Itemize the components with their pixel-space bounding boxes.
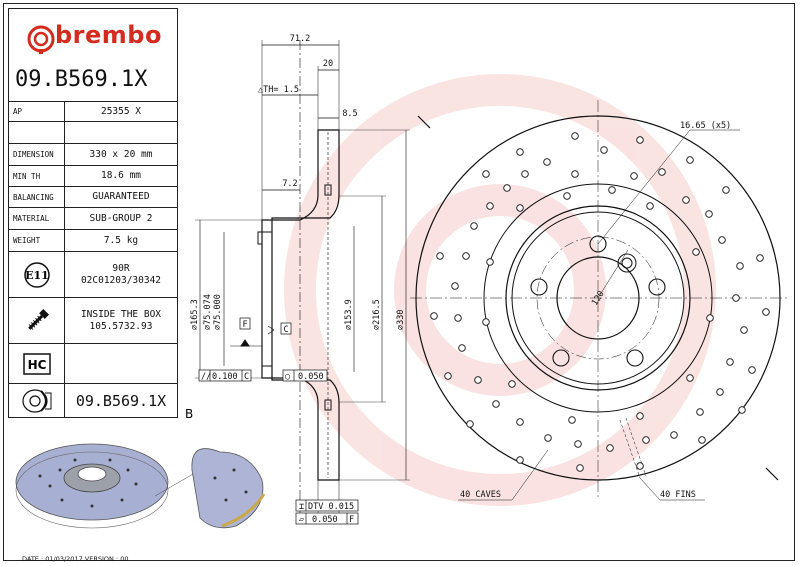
dim-71-2: 71.2	[290, 34, 310, 44]
approval-row: E11 90R 02C01203/30342	[9, 251, 177, 297]
spec-value: 25355 X	[100, 105, 142, 117]
section-dimensions: 71.2 20 △TH= 1.5 8.5 7.2 ⌀165.3 ⌀75.074 …	[185, 34, 406, 525]
disc-detail-render	[154, 448, 266, 529]
dim-216-5: ⌀216.5	[372, 299, 382, 330]
datum-c: C	[283, 325, 288, 335]
spec-key: MIN TH	[9, 166, 65, 186]
spec-key: WEIGHT	[9, 230, 65, 251]
spec-panel: brembo 09.B569.1X AP 25355 X DIMENSION 3…	[8, 8, 178, 418]
spec-row-weight: WEIGHT 7.5 kg	[9, 229, 177, 251]
inside-box-line2: 105.5732.93	[89, 320, 153, 332]
spec-row-blank	[9, 121, 177, 143]
disc-3d-render	[15, 443, 169, 529]
front-view	[410, 100, 790, 501]
dim-th: △TH= 1.5	[258, 85, 299, 95]
part-number-title: 09.B569.1X	[15, 67, 148, 92]
svg-text:E11: E11	[25, 269, 49, 282]
spec-row-dimension: DIMENSION 330 x 20 mm	[9, 143, 177, 165]
spec-value: 18.6 mm	[100, 170, 142, 181]
svg-text:HC: HC	[27, 358, 46, 372]
dim-75-074: ⌀75.074	[203, 294, 213, 330]
svg-text:▱: ▱	[299, 515, 305, 525]
fins-label: 40 FINS	[660, 490, 696, 500]
footer-version: 00	[120, 555, 129, 563]
caves-label: 40 CAVES	[460, 490, 501, 500]
dim-20: 20	[323, 59, 333, 69]
approval-code-1: 90R	[112, 262, 130, 274]
disc-outer-edge	[415, 115, 781, 481]
bolt-holes	[530, 235, 666, 367]
inside-box-text: INSIDE THE BOX 105.5732.93	[65, 298, 177, 343]
spec-key: MATERIAL	[9, 208, 65, 229]
spec-key: AP	[9, 102, 65, 121]
disc-profile-icon	[9, 384, 65, 417]
screw-icon	[9, 298, 65, 343]
brembo-logo	[27, 25, 55, 54]
tol-runout-value: 0.050	[298, 372, 324, 382]
dim-153-9: ⌀153.9	[344, 299, 354, 330]
brand-name: brembo	[55, 21, 162, 49]
bottom-part-number: 09.B569.1X	[75, 391, 167, 410]
pcd-circle	[536, 236, 660, 360]
center-bore	[556, 256, 640, 340]
drawing-frame	[3, 3, 795, 561]
svg-text:⌶: ⌶	[299, 502, 304, 512]
dim-75-000: ⌀75.000	[213, 294, 223, 330]
footer-date: 01/03/2017	[45, 555, 83, 563]
view-label-b: B	[185, 407, 193, 421]
footer-info: DATE : 01/03/2017 VERSION : 00	[22, 555, 129, 563]
dim-165-3: ⌀165.3	[190, 299, 200, 330]
tol-parallel-ref: C	[244, 372, 249, 382]
inside-box-line1: INSIDE THE BOX	[80, 308, 162, 320]
datum-f: F	[242, 320, 247, 330]
spec-row-ap: AP 25355 X	[9, 101, 177, 121]
inside-box-row: INSIDE THE BOX 105.5732.93	[9, 297, 177, 343]
holes-label: 16.65 (x5)	[680, 121, 731, 131]
spec-value: GUARANTEED	[92, 191, 150, 202]
brembo-watermark	[284, 74, 716, 506]
spec-value: 7.5 kg	[103, 234, 139, 246]
drilled-holes	[430, 132, 770, 472]
spec-value: SUB-GROUP 2	[89, 212, 153, 224]
hc-row: HC	[9, 343, 177, 383]
flatness-ref: F	[349, 515, 354, 525]
flatness-value: 0.050	[312, 515, 338, 525]
e11-mark-icon: E11	[9, 252, 65, 297]
bottom-part-row: 09.B569.1X	[9, 383, 177, 417]
dim-330: ⌀330	[396, 310, 406, 330]
spec-row-min-th: MIN TH 18.6 mm	[9, 165, 177, 186]
dtv-label: DTV 0.015	[308, 502, 354, 512]
spec-row-material: MATERIAL SUB-GROUP 2	[9, 207, 177, 229]
spec-value: 330 x 20 mm	[89, 148, 153, 160]
svg-text://: //	[201, 372, 211, 382]
spec-key	[9, 122, 65, 143]
dim-7-2: 7.2	[282, 179, 297, 189]
spec-row-balancing: BALANCING GUARANTEED	[9, 186, 177, 207]
spec-key: DIMENSION	[9, 144, 65, 165]
dim-8-5: 8.5	[342, 109, 357, 119]
approval-code-2: 02C01203/30342	[80, 274, 162, 286]
approval-codes: 90R 02C01203/30342	[65, 252, 177, 297]
svg-text:◯: ◯	[285, 372, 291, 382]
spec-key: BALANCING	[9, 187, 65, 207]
tol-parallel-value: 0.100	[212, 372, 238, 382]
hc-mark-icon: HC	[9, 344, 65, 383]
